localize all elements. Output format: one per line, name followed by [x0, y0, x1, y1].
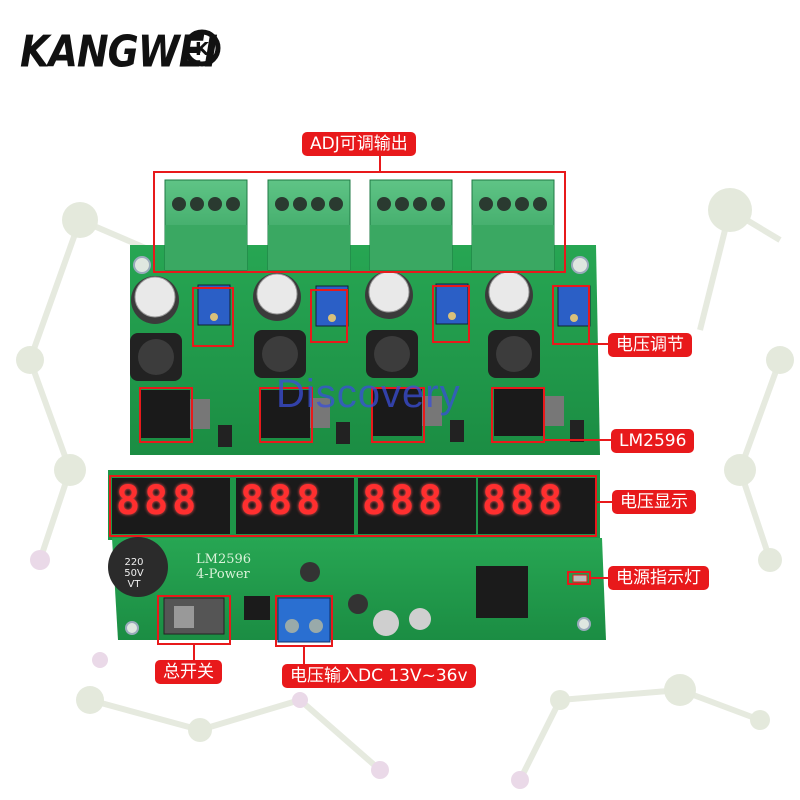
brand-badge-icon: K: [183, 29, 221, 67]
watermark: Discovery: [276, 372, 461, 416]
mount-hole: [133, 256, 151, 274]
silkscreen-line-1: LM2596: [196, 552, 252, 567]
mount-hole: [125, 621, 139, 635]
board-silkscreen: LM2596 4-Power: [196, 552, 251, 582]
callout-lm2596: LM2596: [611, 429, 695, 453]
input-capacitor: [108, 537, 168, 597]
callout-power-indicator: 电源指示灯: [608, 566, 709, 590]
callout-main-switch: 总开关: [155, 660, 222, 684]
callout-adj-output: ADJ可调输出: [302, 132, 416, 156]
mcu-chip: [476, 566, 528, 618]
mount-hole: [571, 256, 589, 274]
output-terminals: [164, 179, 555, 271]
display-channel-3: 888: [362, 478, 447, 524]
upper-pcb: [130, 245, 600, 455]
lower-components: [108, 537, 588, 643]
callout-voltage-adjust: 电压调节: [608, 333, 692, 357]
silkscreen-line-2: 4-Power: [196, 567, 250, 582]
display-channel-1: 888: [116, 478, 201, 524]
callout-voltage-display: 电压显示: [612, 490, 696, 514]
display-channel-2: 888: [240, 478, 325, 524]
brand-badge-letter: K: [195, 39, 210, 60]
display-modules: [112, 478, 596, 534]
power-led: [572, 574, 588, 583]
display-channel-4: 888: [482, 478, 567, 524]
callout-voltage-input: 电压输入DC 13V~36v: [282, 664, 476, 688]
input-capacitor-label: 220 50V VT: [124, 557, 144, 590]
input-terminal: [277, 597, 331, 643]
mount-hole: [577, 617, 591, 631]
channel-components: [130, 271, 591, 447]
